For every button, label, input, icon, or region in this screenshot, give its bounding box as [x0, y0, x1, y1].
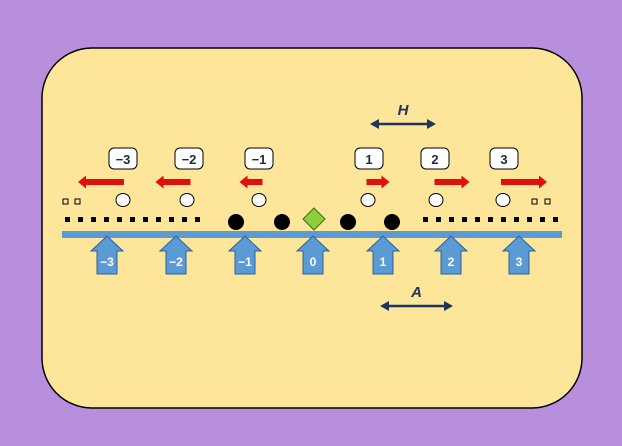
dot [130, 217, 135, 222]
position-arrow-text: 3 [516, 255, 523, 269]
filled-circle [384, 214, 400, 230]
position-label-text: −3 [116, 152, 131, 167]
position-arrow-text: 0 [310, 255, 317, 269]
open-circle [179, 193, 195, 207]
dot [78, 217, 83, 222]
dot [91, 217, 96, 222]
open-square [531, 198, 538, 205]
position-label-text: −1 [252, 152, 267, 167]
up-arrow-icon: 2 [433, 235, 469, 275]
open-circle [360, 193, 376, 207]
dot [449, 217, 454, 222]
dot [527, 217, 532, 222]
dotted-line [62, 198, 558, 222]
position-arrow-text: 1 [380, 255, 387, 269]
dot [540, 217, 545, 222]
dot [104, 217, 109, 222]
position-label-text: 1 [365, 152, 372, 167]
position-arrow-text: −1 [238, 255, 252, 269]
right-arrow-icon [501, 175, 547, 189]
particles [115, 193, 511, 231]
up-arrow-icon: −1 [227, 235, 263, 275]
position-label: −2 [174, 147, 204, 170]
position-arrow-text: −3 [100, 255, 114, 269]
up-arrow-icon: 0 [295, 235, 331, 275]
position-label-text: 2 [431, 152, 438, 167]
position-label-text: −2 [182, 152, 197, 167]
baseline [62, 231, 562, 238]
dot [462, 217, 467, 222]
up-arrow-icon: −2 [158, 235, 194, 275]
dot [65, 217, 70, 222]
dot [143, 217, 148, 222]
right-arrow-icon [78, 175, 124, 189]
right-arrow-icon [239, 175, 263, 189]
dimension-h-label: H [398, 102, 410, 119]
top-labels: −3 −2 −1 1 2 3 [108, 147, 519, 170]
filled-circle [340, 214, 356, 230]
dot [475, 217, 480, 222]
dot [436, 217, 441, 222]
filled-circle [228, 214, 244, 230]
dimension-markers: HA [370, 102, 453, 311]
position-label: −3 [108, 147, 138, 170]
open-square [74, 198, 81, 205]
up-arrow-icon: 3 [501, 235, 537, 275]
up-arrow-icon: 1 [365, 235, 401, 275]
position-label: 3 [489, 147, 519, 170]
position-label: 1 [354, 147, 384, 170]
open-square [62, 198, 69, 205]
open-circle [428, 193, 444, 207]
dot [553, 217, 558, 222]
up-arrow-icon: −3 [89, 235, 125, 275]
dimension-a-label: A [410, 284, 422, 301]
dot [423, 217, 428, 222]
dot [182, 217, 187, 222]
dimension-a: A [380, 284, 453, 311]
dot [514, 217, 519, 222]
dot [156, 217, 161, 222]
position-arrow-text: −2 [169, 255, 183, 269]
position-arrows: −3 −2 −1 0 1 2 3 [89, 235, 537, 275]
right-arrow-icon [366, 175, 390, 189]
dot [501, 217, 506, 222]
dot [488, 217, 493, 222]
open-circle [115, 193, 131, 207]
open-square [544, 198, 551, 205]
force-arrows [78, 175, 547, 189]
dot [117, 217, 122, 222]
diamond-icon [302, 207, 326, 231]
dimension-h: H [370, 102, 436, 129]
dot [169, 217, 174, 222]
open-circle [251, 193, 267, 207]
position-arrow-text: 2 [448, 255, 455, 269]
filled-circle [274, 214, 290, 230]
right-arrow-icon [434, 175, 470, 189]
position-label: −1 [244, 147, 274, 170]
open-circle [495, 193, 511, 207]
right-arrow-icon [155, 175, 191, 189]
position-label-text: 3 [500, 152, 507, 167]
dot [195, 217, 200, 222]
position-label: 2 [420, 147, 450, 170]
